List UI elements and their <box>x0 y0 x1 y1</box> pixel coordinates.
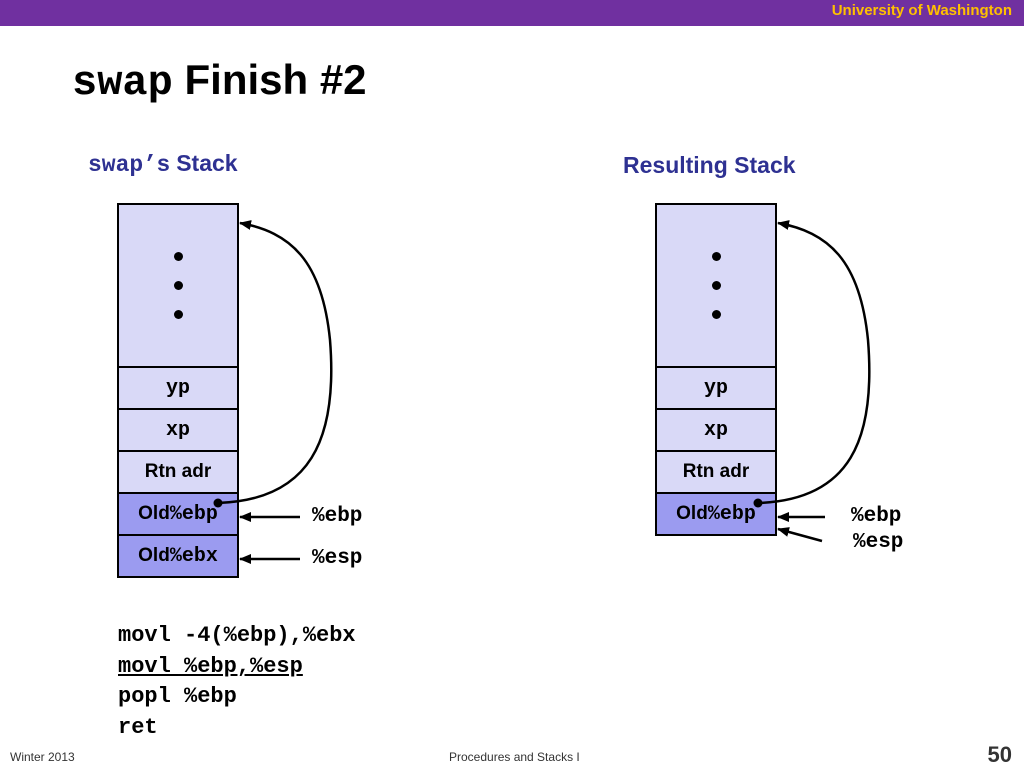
top-bar: University of Washington <box>0 0 1024 26</box>
right-stack: yp xp Rtn adr Old %ebp <box>655 203 777 536</box>
left-stack-heading: swap’s Stack <box>88 150 238 178</box>
code-line: movl -4(%ebp),%ebx <box>118 623 356 648</box>
ellipsis-dot-icon <box>173 252 183 261</box>
assembly-code: movl -4(%ebp),%ebx movl %ebp,%esp popl %… <box>118 621 356 743</box>
stack-cell-rtn-adr: Rtn adr <box>119 450 237 492</box>
university-label: University of Washington <box>831 2 1012 19</box>
stack-cell-yp: yp <box>657 366 775 408</box>
page-number: 50 <box>987 742 1012 767</box>
left-saved-ebp-curve <box>217 220 333 505</box>
footer-course-section: Procedures and Stacks I <box>449 750 580 764</box>
stack-cell-rtn-adr: Rtn adr <box>657 450 775 492</box>
ellipsis-dot-icon <box>711 310 721 319</box>
slide-title: swap Finish #2 <box>72 56 367 107</box>
stack-cell-xp: xp <box>657 408 775 450</box>
ellipsis-dot-icon <box>711 252 721 261</box>
stack-cell-old-ebx: Old %ebx <box>119 534 237 576</box>
ellipsis-dot-icon <box>173 281 183 290</box>
stack-ellipsis <box>119 205 237 366</box>
stack-cell-yp: yp <box>119 366 237 408</box>
code-line: popl %ebp <box>118 684 237 709</box>
ellipsis-dot-icon <box>711 281 721 290</box>
right-ebp-label: %ebp <box>851 505 902 528</box>
left-saved-ebp-dot-icon <box>213 498 223 508</box>
stack-cell-old-ebp: Old %ebp <box>657 492 775 534</box>
code-line-current: movl %ebp,%esp <box>118 653 303 679</box>
left-heading-code: swap’ <box>88 152 158 178</box>
stack-ellipsis <box>657 205 775 366</box>
left-esp-label: %esp <box>312 547 363 570</box>
right-esp-label: %esp <box>853 531 904 554</box>
right-esp-arrow <box>777 527 823 543</box>
code-line: ret <box>118 714 158 740</box>
footer-term: Winter 2013 <box>10 750 75 764</box>
right-saved-ebp-curve <box>757 220 871 505</box>
right-stack-heading: Resulting Stack <box>623 152 796 178</box>
ellipsis-dot-icon <box>173 310 183 319</box>
left-heading-rest: s Stack <box>157 150 238 176</box>
left-ebp-label: %ebp <box>312 505 363 528</box>
right-saved-ebp-dot-icon <box>753 498 763 508</box>
title-code: swap <box>72 59 173 107</box>
stack-cell-xp: xp <box>119 408 237 450</box>
left-stack: yp xp Rtn adr Old %ebp Old %ebx <box>117 203 239 578</box>
title-rest: Finish #2 <box>172 56 367 103</box>
